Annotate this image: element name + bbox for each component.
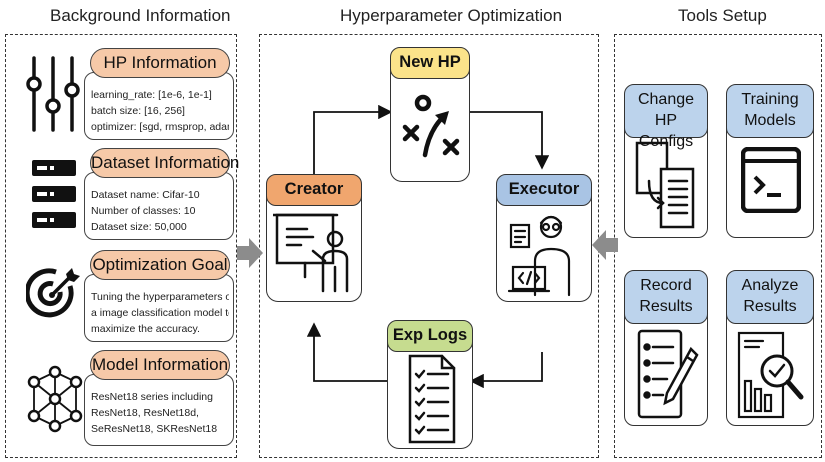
goal-line: a image classification model to xyxy=(91,307,229,319)
neural-network-icon xyxy=(26,362,84,436)
analyze-line-2: Results xyxy=(743,298,797,315)
workflow-loop-arrows xyxy=(306,104,550,389)
hp-information-title: HP Information xyxy=(90,48,230,78)
analyze-line-1: Analyze xyxy=(741,277,799,294)
creator-label: Creator xyxy=(266,174,362,206)
new-hp-label: New HP xyxy=(390,47,470,79)
exp-logs-label: Exp Logs xyxy=(387,320,473,352)
dataset-information-text: Dataset name: Cifar-10 Number of classes… xyxy=(84,172,234,240)
dataset-line: Number of classes: 10 xyxy=(91,205,196,217)
hp-line: learning_rate: [1e-6, 1e-1] xyxy=(91,89,212,101)
strategy-play-icon xyxy=(399,93,463,163)
hp-information-text: learning_rate: [1e-6, 1e-1] batch size: … xyxy=(84,72,234,140)
optimization-goal-title: Optimization Goal xyxy=(90,250,230,280)
terminal-icon xyxy=(741,147,801,213)
background-section-title: Background Information xyxy=(50,6,231,25)
sliders-icon xyxy=(24,54,82,134)
analytics-magnifier-icon xyxy=(737,331,807,421)
change-hp-line-2: Configs xyxy=(638,133,694,150)
model-line: SeResNet18, SKResNet18 xyxy=(91,423,218,435)
background-panel xyxy=(5,34,237,458)
goal-line: Tuning the hyperparameters of xyxy=(91,291,229,303)
target-icon xyxy=(26,262,82,324)
dataset-information-title: Dataset Information xyxy=(90,148,239,178)
hp-line: batch size: [16, 256] xyxy=(91,105,185,117)
model-information-text: ResNet18 series including ResNet18, ResN… xyxy=(84,374,234,446)
optimization-goal-text: Tuning the hyperparameters of a image cl… xyxy=(84,274,234,342)
arrow-right-icon xyxy=(235,236,265,270)
presenter-icon xyxy=(273,211,357,297)
executor-label: Executor xyxy=(496,174,592,206)
record-results-label: Record Results xyxy=(624,270,708,324)
analyze-results-label: Analyze Results xyxy=(726,270,814,324)
developer-icon xyxy=(505,211,587,297)
copy-document-icon xyxy=(635,141,701,233)
change-hp-configs-label: Change HP Configs xyxy=(624,84,708,150)
tools-section-title: Tools Setup xyxy=(678,6,767,25)
hp-line: optimizer: [sgd, rmsprop, adam] xyxy=(91,121,229,133)
training-models-label: Training Models xyxy=(726,84,814,138)
record-line-1: Record xyxy=(640,277,692,294)
checklist-document-icon xyxy=(408,354,456,444)
training-line-1: Training xyxy=(741,91,799,108)
server-stack-icon xyxy=(30,158,78,230)
record-line-2: Results xyxy=(639,298,693,315)
arrow-left-icon xyxy=(590,228,620,262)
change-hp-line-1: Change HP xyxy=(637,91,695,129)
dataset-line: Dataset size: 50,000 xyxy=(91,221,187,233)
model-information-title: Model Information xyxy=(90,350,230,380)
list-pencil-icon xyxy=(637,329,699,421)
dataset-line: Dataset name: Cifar-10 xyxy=(91,189,200,201)
model-line: ResNet18 series including xyxy=(91,391,213,403)
model-line: ResNet18, ResNet18d, xyxy=(91,407,199,419)
training-line-2: Models xyxy=(744,112,796,129)
hpo-section-title: Hyperparameter Optimization xyxy=(340,6,563,25)
goal-line: maximize the accuracy. xyxy=(91,323,200,335)
